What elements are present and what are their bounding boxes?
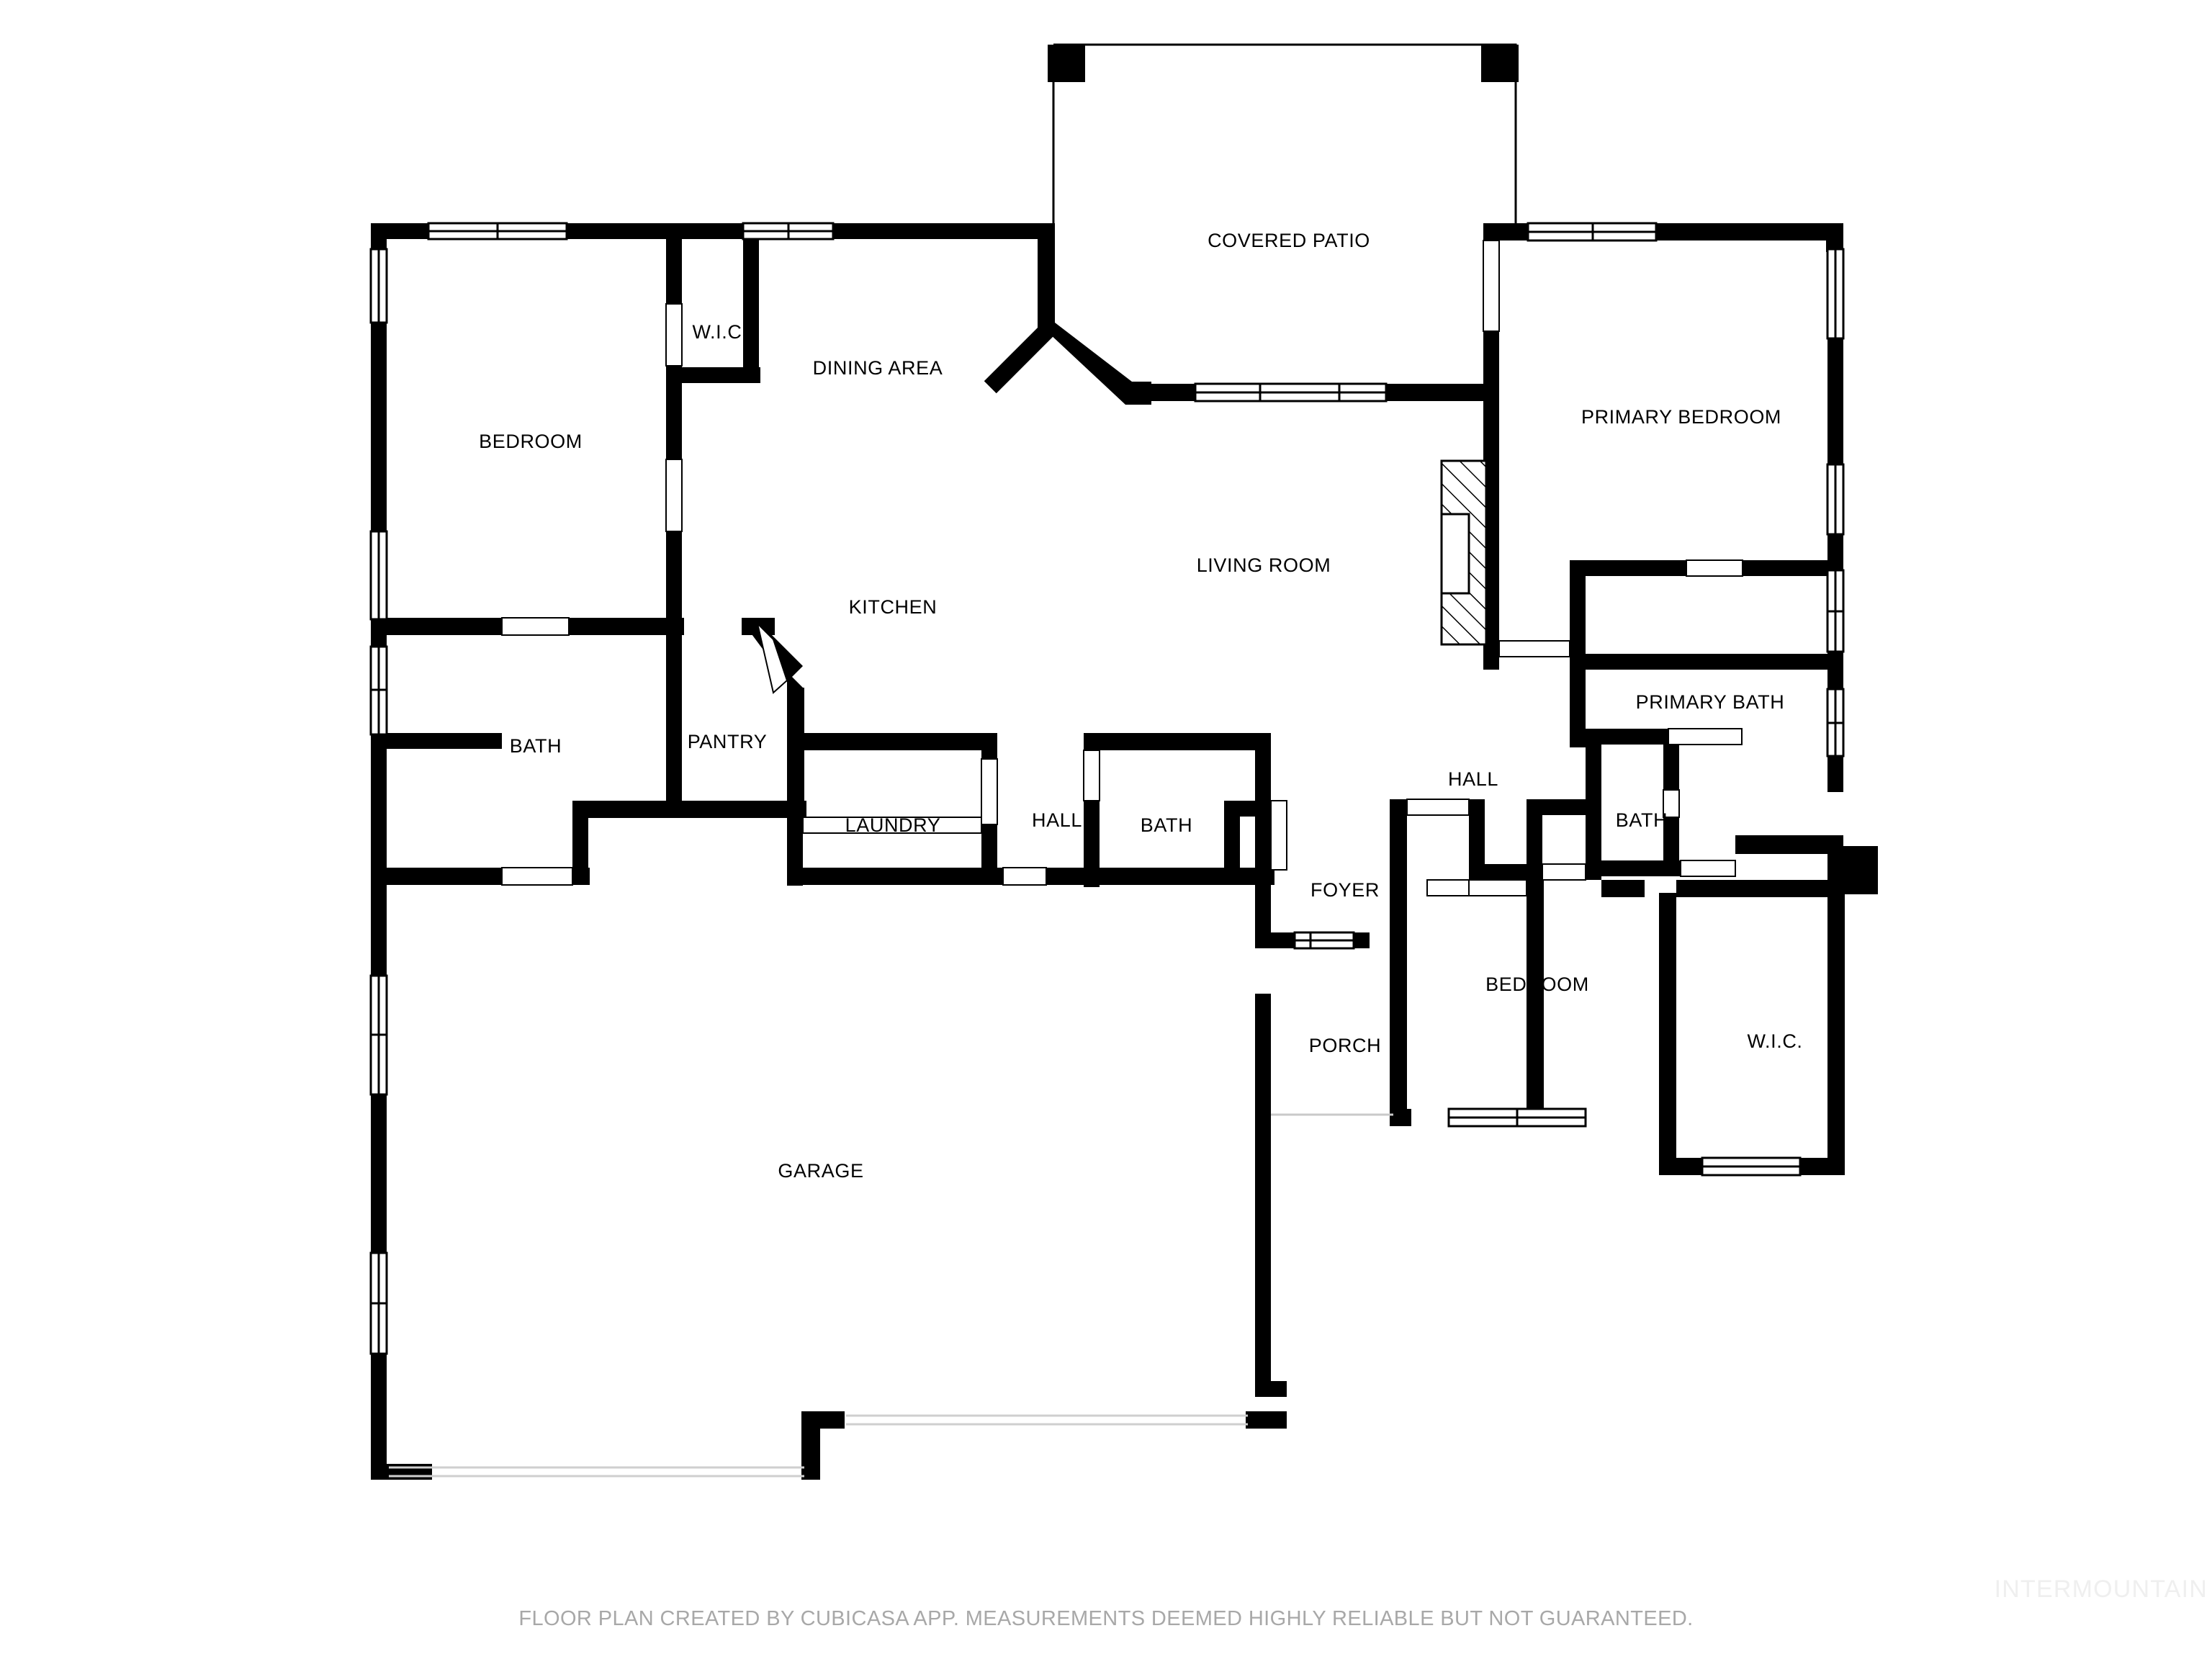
- room-label-living-room: LIVING ROOM: [1197, 554, 1331, 576]
- window-rear-bedroom-south: [1447, 1107, 1587, 1128]
- room-label-pantry: PANTRY: [688, 731, 768, 752]
- window-left-wall: [369, 248, 388, 1355]
- room-label-garage: GARAGE: [778, 1160, 863, 1182]
- room-label-wic-rear: W.I.C.: [1747, 1030, 1802, 1052]
- window-right-wall: [1826, 248, 1845, 757]
- room-label-bath-center: BATH: [1141, 814, 1192, 836]
- window-group: [369, 222, 1845, 1355]
- window-dining-north: [742, 222, 835, 240]
- brand-watermark: INTERMOUNTAIN: [1994, 1575, 2208, 1603]
- room-label-covered-patio: COVERED PATIO: [1208, 230, 1370, 251]
- room-label-kitchen: KITCHEN: [849, 596, 938, 618]
- room-label-laundry: LAUNDRY: [845, 814, 941, 836]
- room-label-group: COVERED PATIO BEDROOM W.I.C. DINING AREA…: [479, 230, 1802, 1182]
- garage-door-group: [389, 1414, 1248, 1478]
- pantry-opening: [756, 621, 788, 694]
- window-wic-south: [1701, 1156, 1802, 1177]
- footer-disclaimer: FLOOR PLAN CREATED BY CUBICASA APP. MEAS…: [518, 1607, 1694, 1630]
- room-label-bedroom-front: BEDROOM: [479, 431, 583, 452]
- wall-group: [371, 223, 1878, 1480]
- room-label-hall-right: HALL: [1448, 768, 1498, 790]
- door-opening-group: [501, 240, 1743, 896]
- room-label-bath-right: BATH: [1616, 809, 1668, 831]
- window-front-bedroom-north: [427, 222, 568, 240]
- window-living-north: [1194, 382, 1388, 403]
- room-label-bedroom-rear: BEDROOM: [1485, 974, 1589, 995]
- room-label-foyer: FOYER: [1310, 879, 1380, 901]
- entry-door-foyer: [1293, 931, 1355, 950]
- room-label-primary-bath: PRIMARY BATH: [1636, 691, 1785, 713]
- window-primary-north: [1527, 222, 1658, 242]
- room-label-dining-area: DINING AREA: [813, 357, 943, 379]
- patio-posts: [1048, 45, 1519, 82]
- room-label-primary-bedroom: PRIMARY BEDROOM: [1581, 406, 1781, 428]
- fireplace: [1440, 459, 1488, 646]
- room-label-porch: PORCH: [1309, 1035, 1382, 1056]
- room-label-wic-front: W.I.C.: [692, 321, 747, 343]
- room-label-bath-left: BATH: [510, 735, 562, 757]
- room-label-hall-center: HALL: [1032, 809, 1082, 831]
